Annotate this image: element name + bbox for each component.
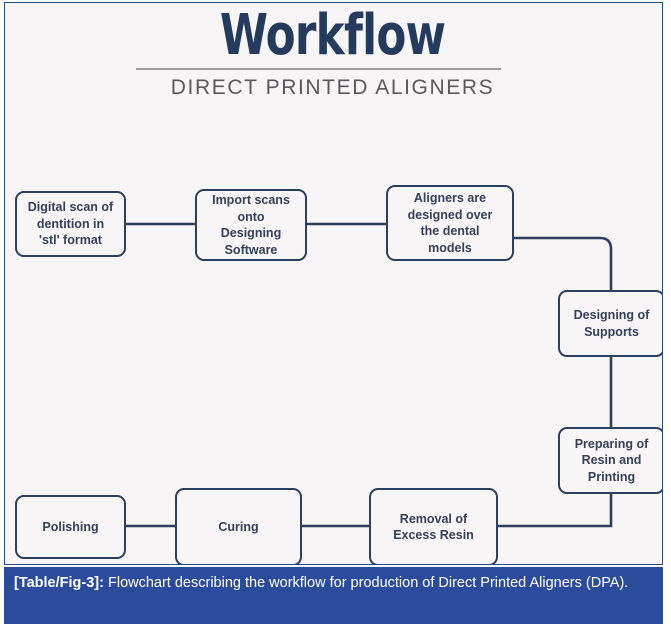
connector-printing-to-removal [498, 494, 613, 528]
flow-node-import: Import scans onto Designing Software [195, 189, 307, 261]
flow-node-polishing: Polishing [15, 495, 126, 559]
figure-caption: [Table/Fig-3]: Flowchart describing the … [4, 567, 663, 624]
flow-node-supports: Designing of Supports [558, 290, 662, 357]
flowchart-canvas: Digital scan of dentition in 'stl' forma… [5, 3, 662, 564]
connector-layer [126, 222, 613, 528]
flow-node-scan: Digital scan of dentition in 'stl' forma… [15, 191, 126, 257]
caption-text: Flowchart describing the workflow for pr… [107, 575, 629, 591]
workflow-title: Workflow [219, 3, 446, 68]
figure-header: Workflow DIRECT PRINTED ALIGNERS [5, 3, 660, 99]
flow-node-design: Aligners are designed over the dental mo… [386, 185, 514, 261]
connector-design-to-supports [514, 236, 613, 290]
flow-node-curing: Curing [175, 488, 302, 564]
caption-label: [Table/Fig-3]: [14, 575, 108, 591]
flow-node-printing: Preparing of Resin and Printing [558, 427, 662, 494]
workflow-subtitle: DIRECT PRINTED ALIGNERS [170, 76, 495, 99]
title-divider-rule [136, 68, 501, 70]
figure-frame: Workflow DIRECT PRINTED ALIGNERS Digital… [4, 2, 663, 565]
flow-node-removal: Removal of Excess Resin [369, 488, 498, 564]
